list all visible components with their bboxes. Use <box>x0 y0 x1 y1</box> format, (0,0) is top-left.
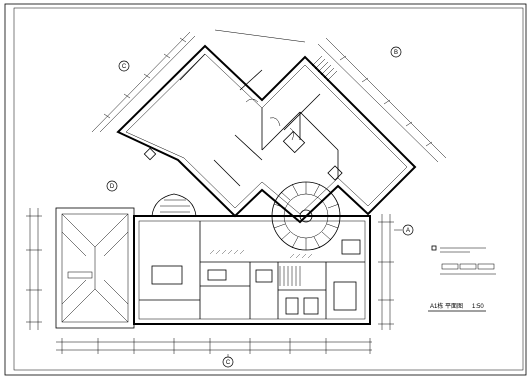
dimension-lines <box>26 208 402 360</box>
axis-bubble-a-right: A <box>402 224 414 236</box>
drawing-title: A1栋 平面图 <box>430 302 463 310</box>
upper-stair <box>311 55 338 82</box>
svg-text:C: C <box>122 64 127 70</box>
svg-text:D: D <box>110 184 115 190</box>
svg-text:C: C <box>226 360 231 366</box>
axis-bubble-b-right: B <box>390 46 402 58</box>
svg-text:B: B <box>394 50 398 56</box>
rotated-wing <box>91 29 447 224</box>
lower-block <box>133 193 371 325</box>
hip-roof <box>55 207 135 329</box>
legend <box>431 245 496 275</box>
drawing-frame <box>4 3 527 376</box>
svg-text:A: A <box>406 228 410 234</box>
axis-bubble-d-left: D <box>106 180 118 192</box>
inner-frame <box>13 7 524 371</box>
drawing-scale: 1:50 <box>472 304 484 310</box>
axis-bubble-c-bottom: C <box>222 356 234 368</box>
axis-bubble-c-upper: C <box>118 60 130 72</box>
